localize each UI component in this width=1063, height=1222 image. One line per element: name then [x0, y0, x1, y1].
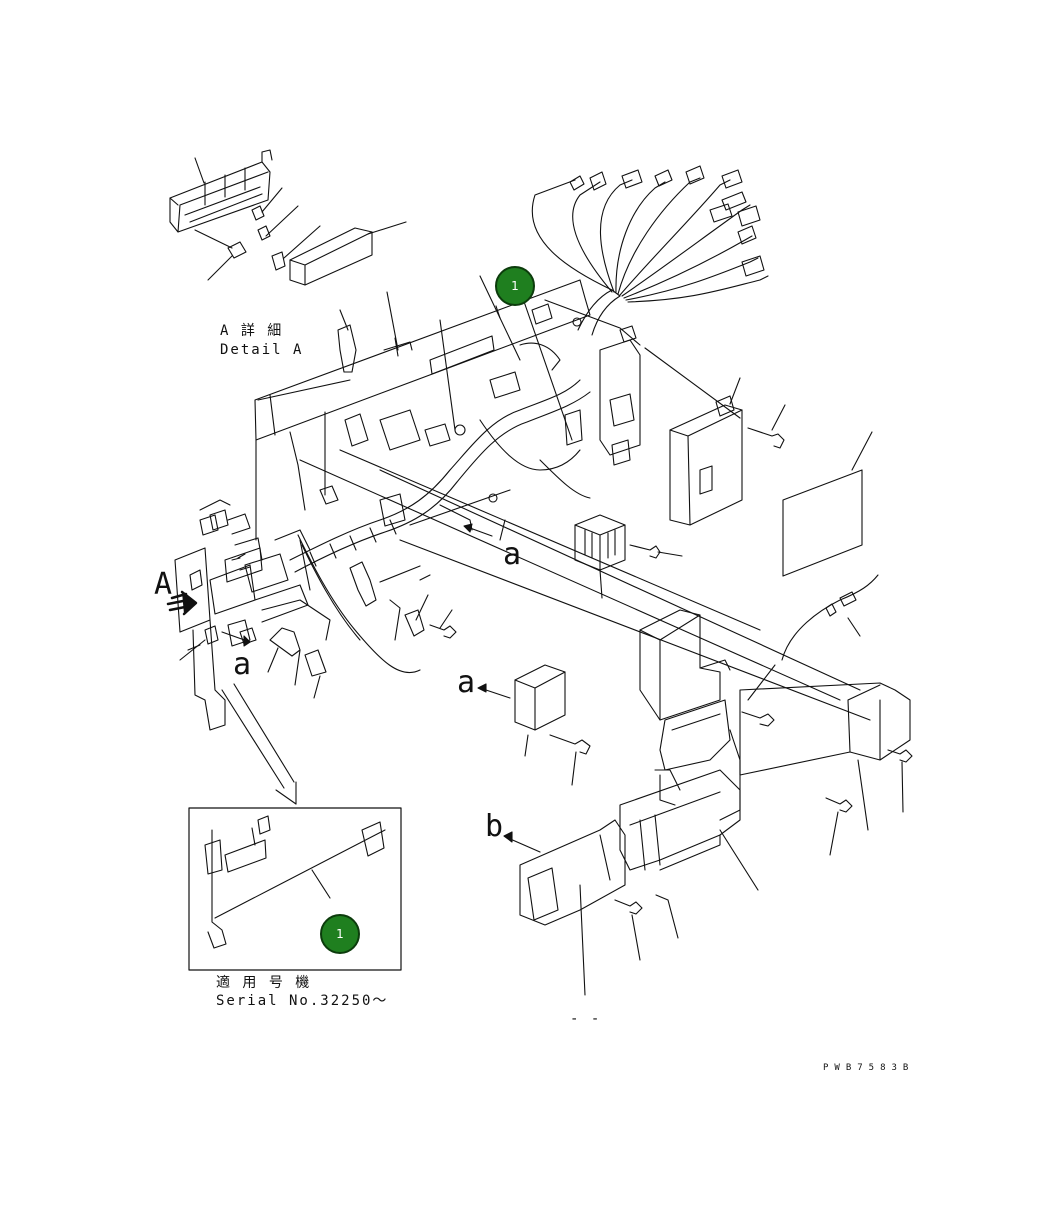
- inset-pointer-arrow: [221, 683, 297, 805]
- serial-number-en: Serial No.32250～: [216, 993, 389, 1009]
- frame-rails: [299, 449, 871, 721]
- view-arrow-letter: A: [154, 567, 173, 602]
- direction-arrows: [221, 523, 541, 853]
- dash-mark: - -: [570, 1011, 602, 1027]
- detail-title-jp: A 詳 細: [220, 323, 284, 339]
- detail-title-en: Detail A: [220, 342, 304, 358]
- antenna-cable: [747, 574, 879, 701]
- wire-bundle: [531, 165, 769, 336]
- detail-a-connector-assembly: [169, 149, 407, 286]
- main-bracket-plate: [254, 279, 641, 541]
- harness-tube: [289, 379, 591, 674]
- serial-title-jp: 適 用 号 機: [216, 975, 312, 991]
- callout-badge-inset: 1: [320, 914, 360, 954]
- drawing-code: PWB7583B: [823, 1063, 915, 1073]
- square-panel: [782, 431, 873, 577]
- air-duct-assembly: [519, 609, 911, 926]
- view-direction-arrow: [166, 590, 198, 616]
- ref-label-a-module: a: [457, 665, 476, 700]
- ref-label-a-left: a: [233, 647, 252, 682]
- serial-inset: [188, 807, 402, 971]
- left-connector-assembly: [174, 499, 331, 731]
- callout-1-leader: [495, 305, 501, 319]
- small-module: [514, 664, 591, 786]
- relay-module: [574, 514, 683, 599]
- ref-label-a-center: a: [503, 537, 522, 572]
- callout-badge-main: 1: [495, 266, 535, 306]
- serial-inset-frame: [188, 807, 402, 971]
- controller-box-right: [544, 299, 786, 526]
- bolts-and-leaders: [257, 275, 913, 996]
- ref-label-b: b: [485, 809, 504, 844]
